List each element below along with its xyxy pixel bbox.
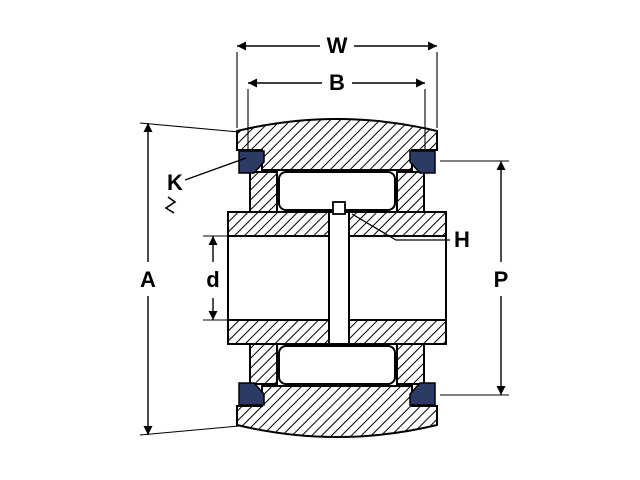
lube-hole-column xyxy=(328,211,350,345)
outer-ring-top xyxy=(236,118,438,171)
outer-ring-bottom xyxy=(236,385,438,438)
label-outside-diameter: A xyxy=(140,267,156,292)
label-overall-width: W xyxy=(327,33,348,58)
seals xyxy=(238,150,436,406)
rib-top-right xyxy=(396,171,425,213)
seal-bottom-right xyxy=(409,382,436,406)
seal-top-right xyxy=(409,150,436,174)
label-bore-diameter: d xyxy=(206,267,219,292)
leader-K xyxy=(184,157,247,181)
lube-hole-opening xyxy=(332,201,346,215)
k-squiggle-mark xyxy=(164,196,177,214)
seal-bottom-left xyxy=(238,382,265,406)
ext-A-top xyxy=(139,122,240,133)
label-flange-width: B xyxy=(329,70,345,95)
leader-lines xyxy=(164,157,450,241)
bearing-part xyxy=(227,118,447,438)
dimension-lines xyxy=(143,41,506,435)
rib-bottom-left xyxy=(249,343,278,385)
label-seal-mark: K xyxy=(167,170,183,195)
rib-bottom-right xyxy=(396,343,425,385)
seal-top-left xyxy=(238,150,265,174)
leader-H xyxy=(351,213,450,241)
label-lube-hole: H xyxy=(454,227,470,252)
roller-bottom xyxy=(278,345,396,385)
rib-top-left xyxy=(249,171,278,213)
label-flange-diameter: P xyxy=(494,267,509,292)
ext-A-bottom xyxy=(139,425,240,436)
extension-lines xyxy=(139,52,509,436)
